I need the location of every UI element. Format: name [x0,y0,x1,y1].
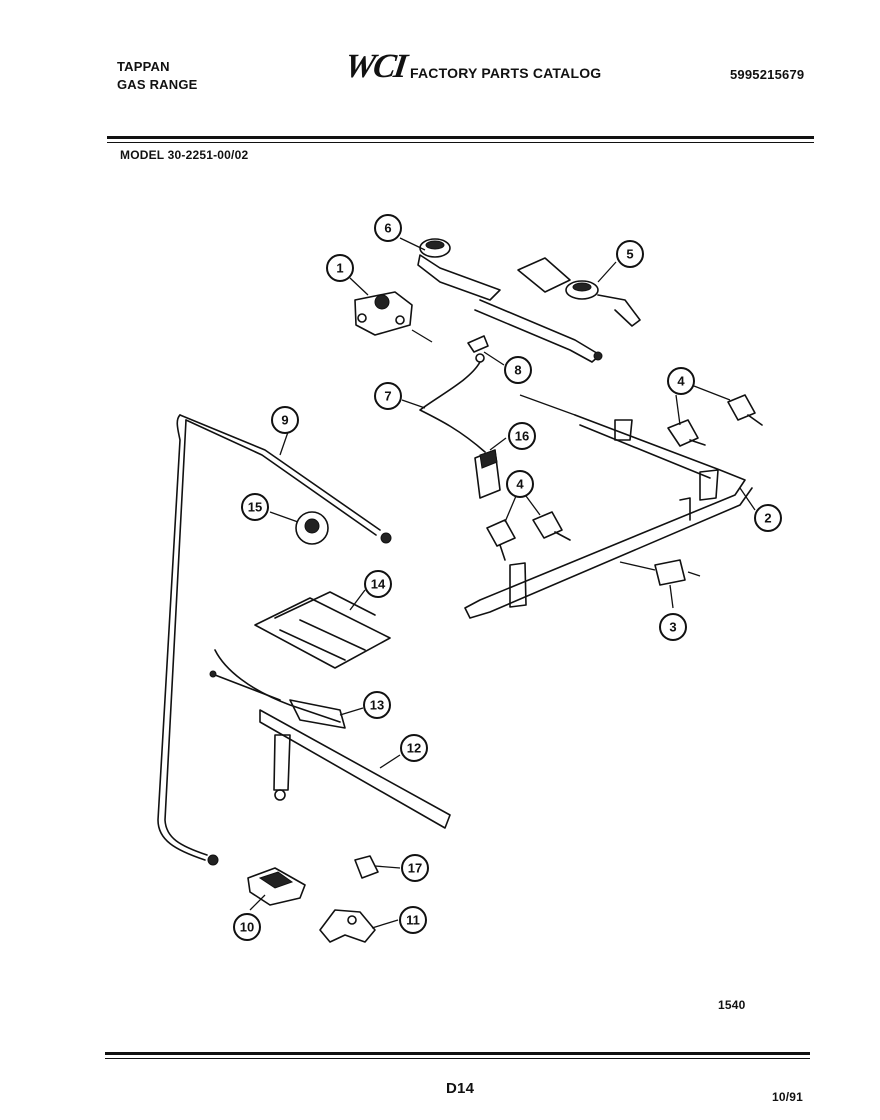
svg-text:8: 8 [514,363,521,378]
svg-text:5: 5 [626,247,633,262]
svg-text:10: 10 [240,920,254,935]
svg-text:11: 11 [406,913,420,928]
part-4-valve-upper [667,394,763,447]
part-2-manifold [464,394,753,619]
svg-text:13: 13 [370,698,384,713]
part-6-burner [417,238,603,363]
callout-10: 10 [233,913,261,941]
brand-line-1: TAPPAN [117,59,170,74]
brand-line-2: GAS RANGE [117,77,198,92]
catalog-number: 5995215679 [730,67,805,82]
part-17-clip [354,855,379,879]
svg-text:2: 2 [764,511,771,526]
page-code: D14 [446,1080,475,1097]
svg-text:17: 17 [408,861,422,876]
header-rule-thin [107,142,814,143]
callout-4b: 4 [506,470,534,498]
callout-16: 16 [508,422,536,450]
part-4-valve-lower [486,511,571,561]
svg-text:3: 3 [669,620,676,635]
svg-text:15: 15 [248,500,262,515]
figure-number: 1540 [718,998,746,1012]
part-9-tube [157,414,392,866]
callout-11: 11 [399,906,427,934]
callout-15: 15 [241,493,269,521]
part-12-oven-burner [259,709,451,829]
part-11-bracket [319,909,376,943]
leader-lines [249,237,756,929]
model-label: MODEL 30-2251-00/02 [120,148,249,162]
header-rule [107,136,814,139]
callout-7: 7 [374,382,402,410]
callout-9: 9 [271,406,299,434]
callout-8: 8 [504,356,532,384]
part-10-bracket [247,867,306,906]
callout-3: 3 [659,613,687,641]
part-7-wire [419,361,486,453]
part-14-baffle [254,591,391,669]
svg-text:9: 9 [281,413,288,428]
callout-13: 13 [363,691,391,719]
svg-text:14: 14 [371,577,386,592]
part-8-clip [467,335,489,363]
svg-text:4: 4 [677,374,685,389]
part-3-bracket [619,559,701,586]
callout-12: 12 [400,734,428,762]
svg-text:12: 12 [407,741,421,756]
footer-rule-thin [105,1058,810,1059]
part-1-valve [354,291,433,343]
part-15-nut [295,511,329,545]
callout-2: 2 [754,504,782,532]
svg-text:6: 6 [384,221,391,236]
callout-5: 5 [616,240,644,268]
svg-text:7: 7 [384,389,391,404]
part-13-igniter [209,649,346,729]
callout-17: 17 [401,854,429,882]
svg-text:4: 4 [516,477,524,492]
svg-text:16: 16 [515,429,529,444]
callout-1: 1 [326,254,354,282]
part-16-module [474,449,501,499]
callout-4a: 4 [667,367,695,395]
footer-rule [105,1052,810,1055]
callout-6: 6 [374,214,402,242]
svg-text:1: 1 [336,261,343,276]
part-5-burner [517,257,641,327]
callout-14: 14 [364,570,392,598]
footer-date: 10/91 [772,1090,804,1104]
catalog-title: FACTORY PARTS CATALOG [410,65,602,81]
